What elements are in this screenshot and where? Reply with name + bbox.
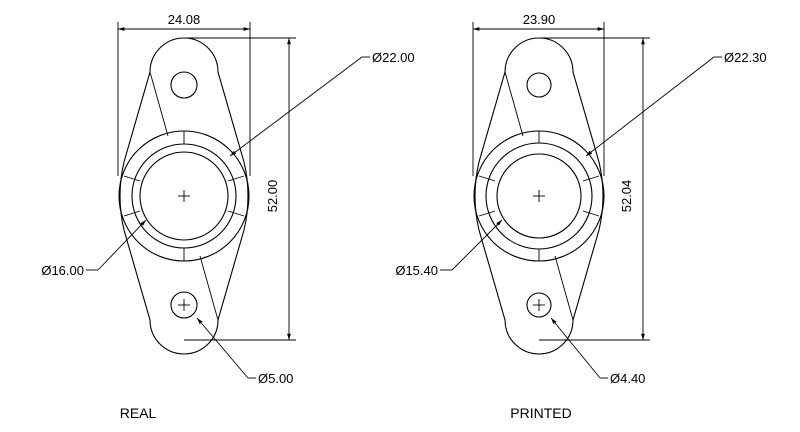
top-mount-hole <box>526 72 552 98</box>
width-dim: 24.08 <box>168 12 201 27</box>
height-dim: 52.04 <box>619 180 634 213</box>
part-real: 24.08 52.00 Ø22.00 Ø16.00 Ø5.00 REAL <box>41 12 414 421</box>
caption-printed: PRINTED <box>510 405 571 421</box>
bore-dim: Ø16.00 <box>41 263 84 278</box>
bore-circle <box>139 151 229 241</box>
width-dim: 23.90 <box>523 12 556 27</box>
part-printed: 23.90 52.04 Ø22.30 Ø15.40 Ø4.40 PRINTED <box>395 12 766 421</box>
bore-circle <box>496 153 582 239</box>
top-mount-hole <box>170 71 198 99</box>
bore-dim: Ø15.40 <box>395 263 438 278</box>
outer-ring-dim: Ø22.30 <box>724 50 767 65</box>
caption-real: REAL <box>120 405 157 421</box>
hole-dim: Ø4.40 <box>610 371 645 386</box>
outer-ring-dim: Ø22.00 <box>372 50 415 65</box>
height-dim: 52.00 <box>265 180 280 213</box>
bottom-mount-hole <box>170 291 198 319</box>
bottom-mount-hole <box>526 292 552 318</box>
hole-dim: Ø5.00 <box>258 371 293 386</box>
